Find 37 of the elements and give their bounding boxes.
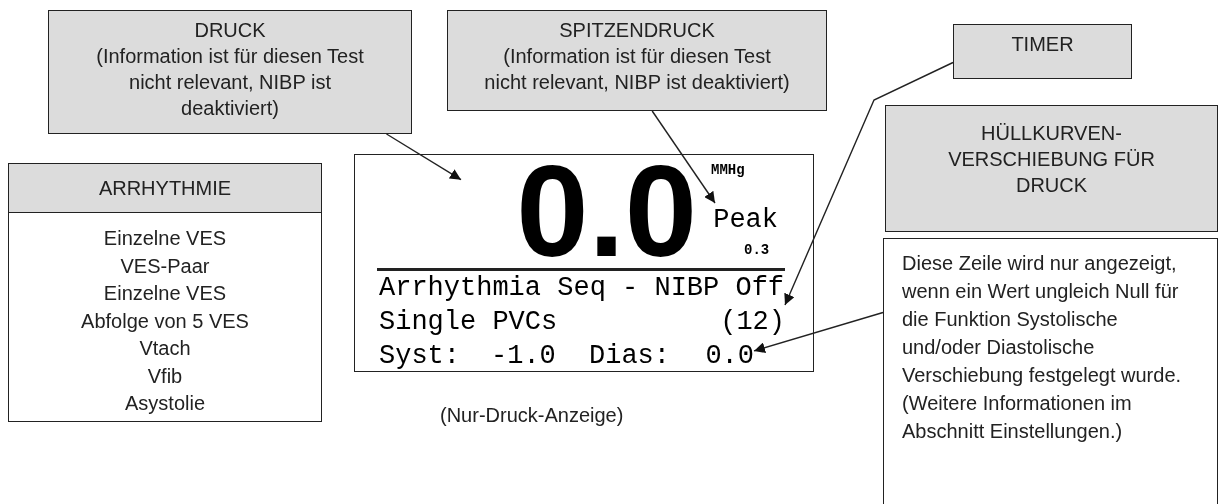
peak-label: Peak [708,203,778,237]
callout-text: (Information ist für diesen Test nicht relevant, NIBP ist deaktiviert) [483,44,791,95]
unit-label: MMHg [711,161,745,179]
field-label: Syst: [379,340,460,373]
monitor-display [354,154,814,372]
status-text: Single PVCs [379,306,558,339]
callout-box [48,10,412,134]
field-label: Dias: [589,340,670,373]
callout-title: TIMER [1010,32,1075,57]
counter-value: (12) [719,305,785,339]
pressure-readout: 0.0 [461,155,697,267]
list-item: Einzelne VES [102,226,228,251]
list-item: Vtach [138,336,192,361]
value-label: -1.0 [491,340,556,373]
callout-box [885,105,1218,232]
diastolic-value: 0.0 [704,339,754,373]
arrow [784,61,954,306]
callout-box [447,10,827,111]
callout-box [953,24,1132,79]
list-item: Einzelne VES [102,281,228,306]
callout-title: HÜLLKURVEN-VERSCHIEBUNG FÜR DRUCK [947,121,1156,198]
list-item: VES-Paar [119,253,211,279]
list-item: Vfib [146,363,184,389]
arrhythmia-table [8,163,322,422]
note-box [883,238,1218,504]
status-text: Arrhythmia Seq - NIBP Off [379,272,785,305]
list-item: Abfolge von 5 VES [80,308,250,334]
callout-title: SPITZENDRUCK [558,18,716,43]
arrow [651,110,716,204]
table-header: ARRHYTHMIE [9,164,321,213]
list-item: Asystolie [124,391,206,416]
value-label: 0.3 [744,241,770,259]
callout-title: DRUCK [193,18,267,43]
callout-text: (Information ist für diesen Test nicht relevant, NIBP ist deaktiviert) [95,44,365,121]
arrow [753,311,884,354]
display-caption: (Nur-Druck-Anzeige) [440,404,624,427]
note-text: Diese Zeile wird nur angezeigt, wenn ein Wert ungleich Null für die Funktion Systolische und/oder Diastolische Verschiebung festgelegt wurde. (Weitere Informationen im Abschnitt Einstellungen.) [902,251,1183,444]
